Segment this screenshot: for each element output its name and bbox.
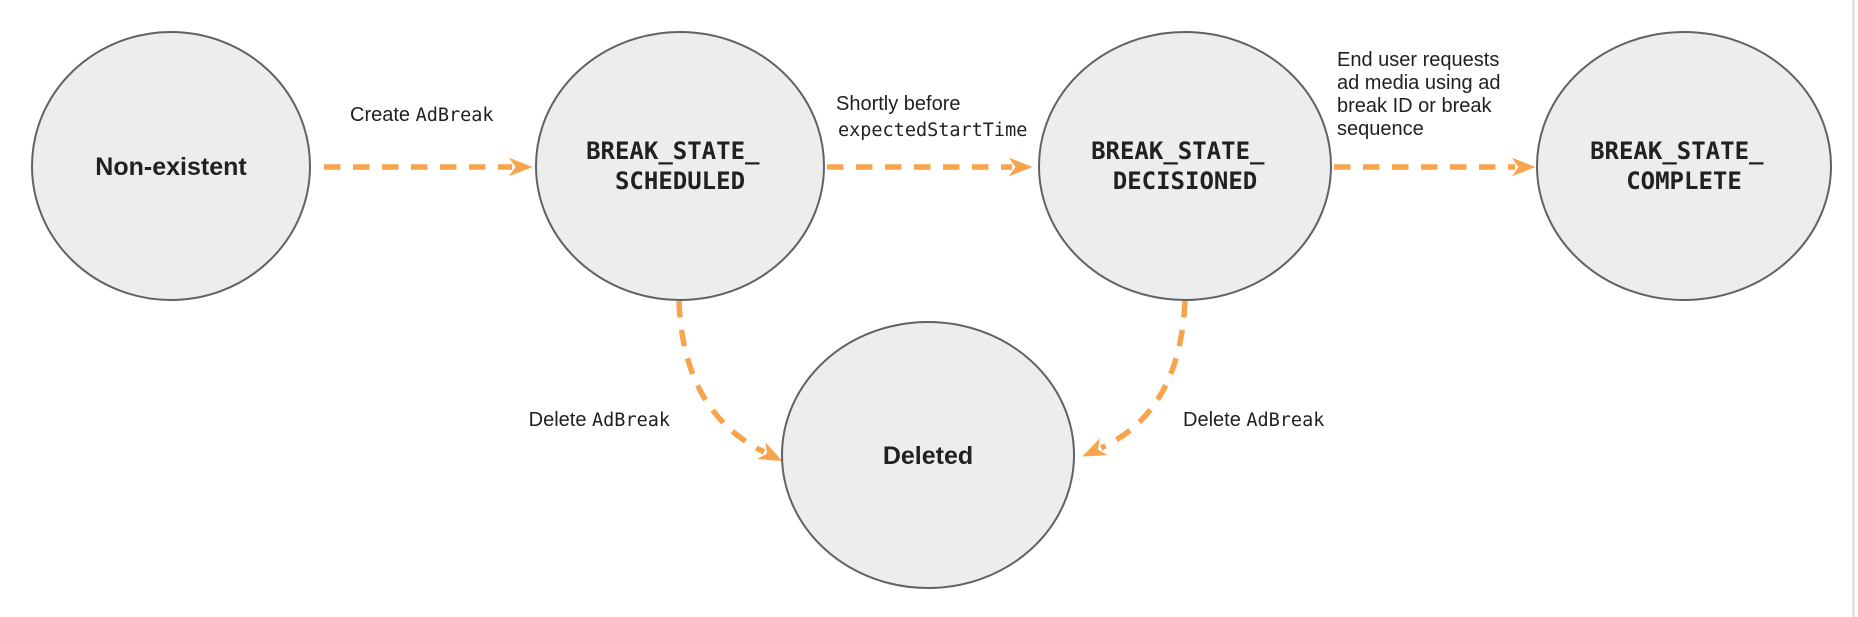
transition-label-delete-adbreak-right: Delete AdBreak: [1183, 409, 1324, 431]
state-circle-non-existent: [31, 31, 311, 301]
transition-label-shortly-before-line1: Shortly before: [836, 93, 961, 115]
state-node-deleted: Deleted: [781, 321, 1075, 589]
state-circle-deleted: [781, 321, 1075, 589]
transition-shortly-before-expectedstarttime: Shortly before expectedStartTime: [827, 93, 1033, 177]
transition-create-adbreak: Create AdBreak: [324, 104, 533, 177]
state-circle-break-state-decisioned: [1038, 31, 1332, 301]
transition-label-end-user-requests: End user requests ad media using ad brea…: [1337, 49, 1506, 140]
transition-label-shortly-before-line2: expectedStartTime: [838, 120, 1027, 141]
state-node-break-state-complete: BREAK_STATE_ COMPLETE: [1536, 31, 1832, 301]
transition-end-user-requests: End user requests ad media using ad brea…: [1334, 49, 1536, 177]
state-label-non-existent: Non-existent: [95, 153, 247, 181]
transition-label-create-adbreak: Create AdBreak: [350, 104, 494, 126]
state-label-break-state-complete: BREAK_STATE_ COMPLETE: [1590, 137, 1778, 195]
transition-delete-adbreak-right: Delete AdBreak: [1082, 300, 1324, 457]
state-node-break-state-scheduled: BREAK_STATE_ SCHEDULED: [535, 31, 825, 301]
state-circle-break-state-scheduled: [535, 31, 825, 301]
transition-delete-adbreak-left: Delete AdBreak: [529, 300, 783, 462]
state-label-break-state-scheduled: BREAK_STATE_ SCHEDULED: [586, 137, 774, 195]
transition-arrow-delete-adbreak-left: [676, 300, 783, 462]
transition-label-delete-adbreak-left: Delete AdBreak: [529, 409, 670, 431]
state-circle-break-state-complete: [1536, 31, 1832, 301]
state-label-break-state-decisioned: BREAK_STATE_ DECISIONED: [1091, 137, 1279, 195]
transition-arrow-delete-adbreak-right: [1082, 300, 1188, 457]
state-node-non-existent: Non-existent: [31, 31, 311, 301]
state-node-break-state-decisioned: BREAK_STATE_ DECISIONED: [1038, 31, 1332, 301]
state-label-deleted: Deleted: [883, 442, 973, 470]
